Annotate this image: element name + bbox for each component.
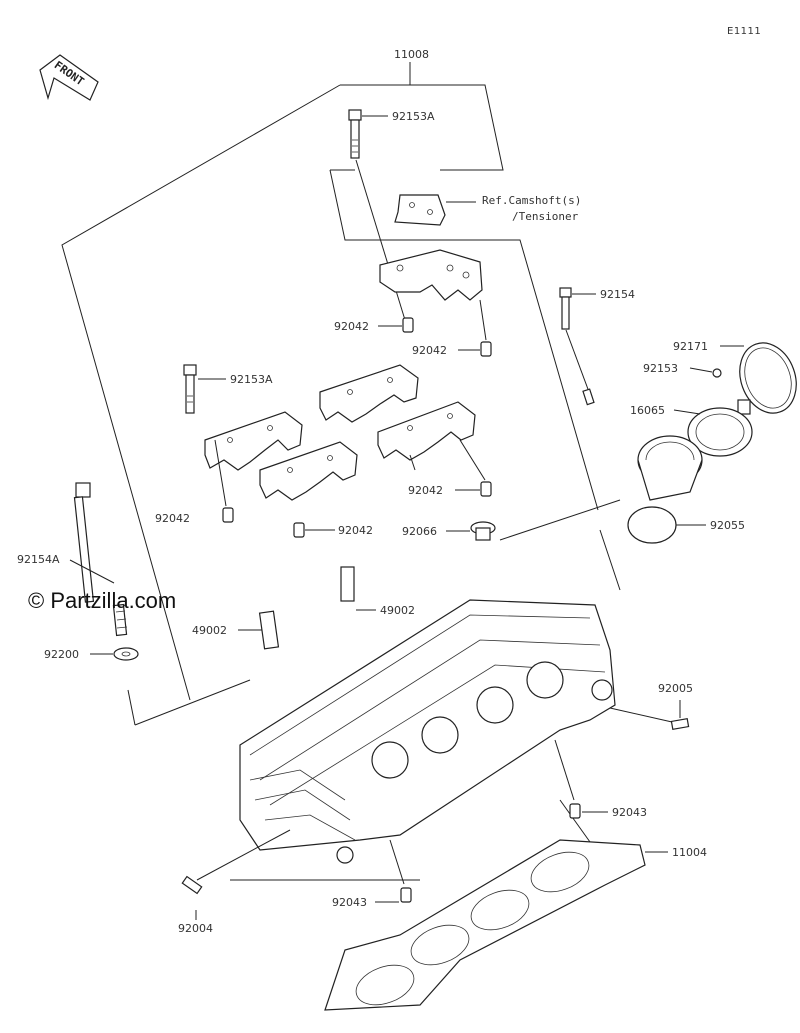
callout-92055: 92055 xyxy=(710,519,745,532)
reference-note-line2: /Tensioner xyxy=(512,210,579,223)
valve-guide-a-icon xyxy=(238,610,280,650)
cylinder-head-icon xyxy=(239,599,616,864)
reference-note-line1: Ref.Camshoft(s) xyxy=(482,194,581,207)
dowel-pin-icon xyxy=(293,522,305,538)
valve-guide-b-icon xyxy=(340,566,376,611)
callout-92042-d: 92042 xyxy=(338,524,373,537)
washer-92200-icon xyxy=(90,647,139,661)
callout-92153a-left: 92153A xyxy=(230,373,273,386)
callout-92042-c: 92042 xyxy=(155,512,190,525)
tensioner-bracket-icon xyxy=(394,194,476,226)
front-arrow-icon: FRONT xyxy=(39,54,99,101)
clamp-92171-icon xyxy=(720,342,797,415)
stud-92004-icon xyxy=(181,829,291,920)
dowel-pin-icon xyxy=(480,341,492,357)
dowel-pin-icon xyxy=(222,507,234,523)
callout-92153: 92153 xyxy=(643,362,678,375)
intake-holder-16065-icon xyxy=(637,407,753,501)
dowel-92043-a-icon xyxy=(554,739,608,819)
callout-92154: 92154 xyxy=(600,288,635,301)
camshaft-cap-3-icon xyxy=(259,441,358,501)
assembly-outline xyxy=(61,62,621,881)
diagram-code: E1111 xyxy=(727,26,761,37)
callout-49002-a: 49002 xyxy=(192,624,227,637)
bolt-92154a-icon xyxy=(69,482,128,637)
callout-11008: 11008 xyxy=(394,48,429,61)
callout-49002-b: 49002 xyxy=(380,604,415,617)
dowel-pin-icon xyxy=(480,481,492,497)
camshaft-cap-4-icon xyxy=(377,401,476,461)
bolt-92153a-left-icon xyxy=(183,364,226,414)
camshaft-cap-2-icon xyxy=(319,364,419,423)
dowel-92043-b-icon xyxy=(375,839,412,903)
callout-16065: 16065 xyxy=(630,404,665,417)
dowel-pins xyxy=(214,299,492,538)
plug-92066-icon xyxy=(446,521,496,541)
camshaft-cap-top-icon xyxy=(379,249,483,301)
callout-92042-b: 92042 xyxy=(412,344,447,357)
fitting-92005-icon xyxy=(609,700,690,731)
callout-92200: 92200 xyxy=(44,648,79,661)
callout-92005: 92005 xyxy=(658,682,693,695)
callout-92042-e: 92042 xyxy=(408,484,443,497)
callout-92154a: 92154A xyxy=(17,553,60,566)
camshaft-cap-1-icon xyxy=(204,411,303,471)
callout-92066: 92066 xyxy=(402,525,437,538)
callout-92043-b: 92043 xyxy=(332,896,367,909)
callout-92153a-top: 92153A xyxy=(392,110,435,123)
bolt-92153a-top-icon xyxy=(348,109,406,321)
callout-92171: 92171 xyxy=(673,340,708,353)
bolt-92154-icon xyxy=(559,287,596,406)
dowel-pin-icon xyxy=(402,317,414,333)
screw-92153-icon xyxy=(689,367,722,378)
watermark: © Partzilla.com xyxy=(28,588,176,613)
head-gasket-11004-icon xyxy=(324,839,668,1011)
callout-92043-a: 92043 xyxy=(612,806,647,819)
o-ring-92055-icon xyxy=(627,506,706,544)
callout-92004: 92004 xyxy=(178,922,213,935)
callout-11004: 11004 xyxy=(672,846,707,859)
callout-92042-a: 92042 xyxy=(334,320,369,333)
